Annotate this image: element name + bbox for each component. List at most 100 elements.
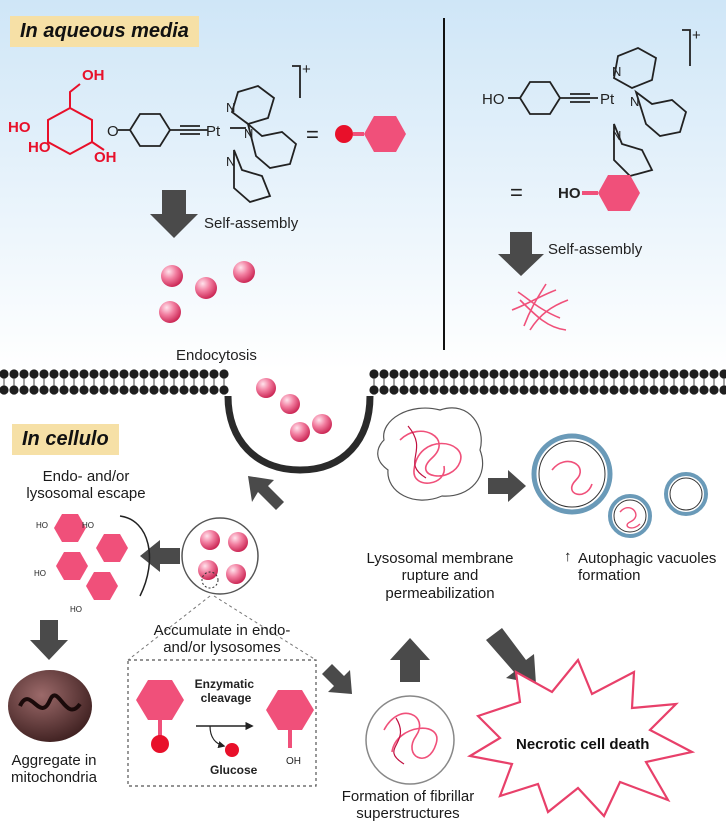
autophagic-label: Autophagic vacuoles formation	[578, 550, 717, 585]
lipid-head	[569, 369, 579, 379]
escape-label: Endo- and/or lysosomal escape	[26, 468, 146, 503]
lipid-head	[489, 369, 499, 379]
lipid-head	[39, 369, 49, 379]
mitochondrion	[8, 670, 92, 742]
lipid-head	[539, 369, 549, 379]
lipid-head	[489, 385, 499, 395]
ho-label-3: HO	[28, 139, 51, 156]
lipid-head	[79, 369, 89, 379]
lipid-head	[539, 385, 549, 395]
lipid-head	[199, 385, 209, 395]
lipid-head	[389, 385, 399, 395]
lipid-head	[609, 385, 619, 395]
lipid-head	[369, 369, 379, 379]
phenol-pt-complex	[508, 29, 691, 178]
aqueous-media-tag: In aqueous media	[10, 16, 199, 47]
lipid-head	[29, 385, 39, 395]
ruptured-lysosome	[377, 407, 484, 501]
lipid-head	[619, 385, 629, 395]
lipid-head	[479, 369, 489, 379]
lipid-head	[559, 369, 569, 379]
lipid-head	[529, 385, 539, 395]
lipid-head	[99, 385, 109, 395]
lipid-head	[669, 369, 679, 379]
lipid-head	[169, 369, 179, 379]
lipid-head	[389, 369, 399, 379]
lipid-head	[459, 369, 469, 379]
lipid-head	[599, 385, 609, 395]
arrow-to-fibrillar	[322, 664, 352, 694]
lipid-head	[619, 369, 629, 379]
lipid-head	[19, 385, 29, 395]
lipid-head	[479, 385, 489, 395]
lipid-head	[709, 369, 719, 379]
lipid-head	[109, 385, 119, 395]
escape-oh-1: HO	[36, 521, 48, 530]
lipid-head	[469, 369, 479, 379]
oh-label-1: OH	[82, 67, 105, 84]
lipid-head	[719, 369, 726, 379]
lipid-head	[179, 369, 189, 379]
lipid-head	[109, 369, 119, 379]
lipid-head	[69, 369, 79, 379]
lipid-head	[19, 369, 29, 379]
equals-left: =	[306, 122, 319, 147]
lipid-head	[139, 385, 149, 395]
lipid-head	[469, 385, 479, 395]
lipid-head	[519, 369, 529, 379]
phenol-symbol	[582, 175, 640, 211]
lipid-head	[59, 385, 69, 395]
lipid-head	[629, 369, 639, 379]
lipid-head	[149, 385, 159, 395]
o-label: O	[107, 123, 119, 140]
oh-product-label: OH	[286, 756, 301, 767]
lipid-head	[419, 369, 429, 379]
n-label-left-3: N	[226, 154, 235, 169]
lipid-head	[709, 385, 719, 395]
lipid-head	[519, 385, 529, 395]
lipid-head	[499, 385, 509, 395]
lipid-head	[0, 369, 9, 379]
necrosis-burst	[466, 657, 696, 818]
lipid-head	[129, 385, 139, 395]
lipid-head	[119, 369, 129, 379]
fibrillar-label: Formation of fibrillar superstructures	[341, 788, 475, 823]
lipid-head	[0, 385, 9, 395]
glucose-label: Glucose	[210, 763, 258, 777]
lipid-head	[559, 385, 569, 395]
lipid-head	[699, 369, 709, 379]
pt-label-right: Pt	[600, 91, 615, 108]
ho-symbol-label: HO	[558, 185, 581, 202]
lipid-head	[449, 385, 459, 395]
lipid-head	[409, 385, 419, 395]
nanospheres	[159, 261, 255, 323]
lipid-head	[449, 369, 459, 379]
internalized-spheres	[256, 378, 332, 442]
enzymatic-label: Enzymatic cleavage	[195, 677, 258, 705]
charge-left: +	[302, 61, 311, 78]
escape-oh-3: HO	[82, 521, 94, 530]
enzymatic-line-1: Enzymatic	[195, 677, 255, 691]
lipid-head	[69, 385, 79, 395]
lipid-head	[129, 369, 139, 379]
lipid-head	[609, 369, 619, 379]
lysosomal-label: Lysosomal membrane rupture and permeabil…	[366, 550, 514, 602]
lipid-head	[9, 369, 19, 379]
lipid-head	[429, 369, 439, 379]
n-label-right-3: N	[612, 128, 621, 143]
lipid-head	[639, 385, 649, 395]
cleavage-inset	[127, 595, 317, 787]
lipid-head	[589, 369, 599, 379]
lipid-head	[159, 369, 169, 379]
enzymatic-line-2: cleavage	[201, 691, 252, 705]
lipid-head	[179, 385, 189, 395]
lipid-head	[379, 369, 389, 379]
lipid-head	[369, 385, 379, 395]
lipid-head	[639, 369, 649, 379]
equals-right: =	[510, 180, 523, 205]
lipid-head	[719, 385, 726, 395]
n-label-right-1: N	[612, 64, 621, 79]
oh-label-4: OH	[94, 149, 117, 166]
aggregate-label: Aggregate in mitochondria	[11, 752, 97, 787]
lipid-head	[679, 369, 689, 379]
